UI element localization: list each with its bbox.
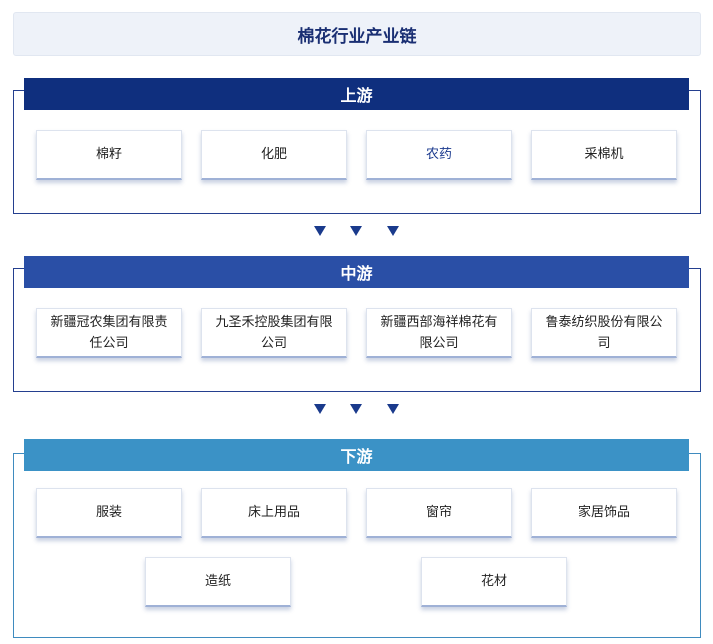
upstream-item-cottonseed: 棉籽: [36, 130, 182, 180]
downstream-item-curtains: 窗帘: [366, 488, 512, 538]
midstream-item-xibu-haixiang: 新疆西部海祥棉花有限公司: [366, 308, 512, 358]
arrow-down-icon: [350, 404, 362, 414]
downstream-item-paper: 造纸: [145, 557, 291, 607]
diagram-title: 棉花行业产业链: [13, 12, 701, 56]
arrow-down-icon: [350, 226, 362, 236]
midstream-item-jiushenghe: 九圣禾控股集团有限公司: [201, 308, 347, 358]
industry-chain-diagram: 棉花行业产业链 上游 棉籽 化肥 农药 采棉机 中游 新疆冠农集团有限责任公司 …: [6, 6, 707, 638]
downstream-item-home-decor: 家居饰品: [531, 488, 677, 538]
upstream-item-cotton-picker: 采棉机: [531, 130, 677, 180]
downstream-item-floral-material: 花材: [421, 557, 567, 607]
midstream-item-lutai: 鲁泰纺织股份有限公司: [531, 308, 677, 358]
downstream-section: [13, 453, 701, 638]
downstream-item-clothing: 服装: [36, 488, 182, 538]
arrow-down-icon: [314, 404, 326, 414]
arrow-row-midstream-to-downstream: [6, 404, 707, 420]
downstream-header: 下游: [24, 439, 689, 471]
upstream-item-pesticide: 农药: [366, 130, 512, 180]
arrow-down-icon: [387, 404, 399, 414]
midstream-item-guannong: 新疆冠农集团有限责任公司: [36, 308, 182, 358]
upstream-item-fertilizer: 化肥: [201, 130, 347, 180]
midstream-header: 中游: [24, 256, 689, 288]
arrow-down-icon: [387, 226, 399, 236]
arrow-down-icon: [314, 226, 326, 236]
upstream-header: 上游: [24, 78, 689, 110]
downstream-item-bedding: 床上用品: [201, 488, 347, 538]
arrow-row-upstream-to-midstream: [6, 226, 707, 242]
